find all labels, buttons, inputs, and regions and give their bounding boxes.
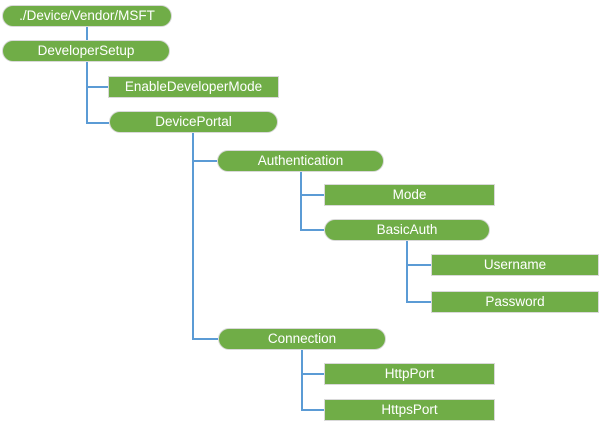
connector-branch-mode (300, 194, 324, 196)
connector-authentication-trunk (300, 172, 302, 231)
connector-branch-authentication (192, 160, 217, 162)
connector-root-to-developersetup (86, 27, 88, 40)
connector-connection-trunk (301, 350, 303, 411)
node-mode: Mode (324, 184, 495, 206)
node-connection: Connection (218, 328, 386, 350)
node-enabledevelopermode: EnableDeveloperMode (108, 76, 279, 98)
node-root: ./Device/Vendor/MSFT (2, 5, 172, 27)
connector-branch-password (406, 301, 431, 303)
node-developersetup: DeveloperSetup (2, 40, 170, 62)
node-username: Username (431, 254, 599, 276)
node-authentication: Authentication (217, 150, 384, 172)
connector-basicauth-trunk (406, 241, 408, 303)
connector-developersetup-trunk (86, 62, 88, 124)
node-httpsport: HttpsPort (324, 399, 495, 421)
connector-branch-httpport (301, 373, 324, 375)
node-basicauth: BasicAuth (324, 219, 490, 241)
node-deviceportal: DevicePortal (109, 111, 278, 133)
connector-branch-basicauth (300, 229, 324, 231)
connector-branch-enabledevelopermode (86, 86, 108, 88)
connector-branch-httpsport (301, 409, 324, 411)
connector-branch-username (406, 264, 431, 266)
connector-deviceportal-trunk (192, 133, 194, 340)
connector-branch-deviceportal (86, 122, 109, 124)
node-password: Password (431, 291, 599, 313)
node-httpport: HttpPort (324, 363, 495, 385)
connector-branch-connection (192, 338, 218, 340)
